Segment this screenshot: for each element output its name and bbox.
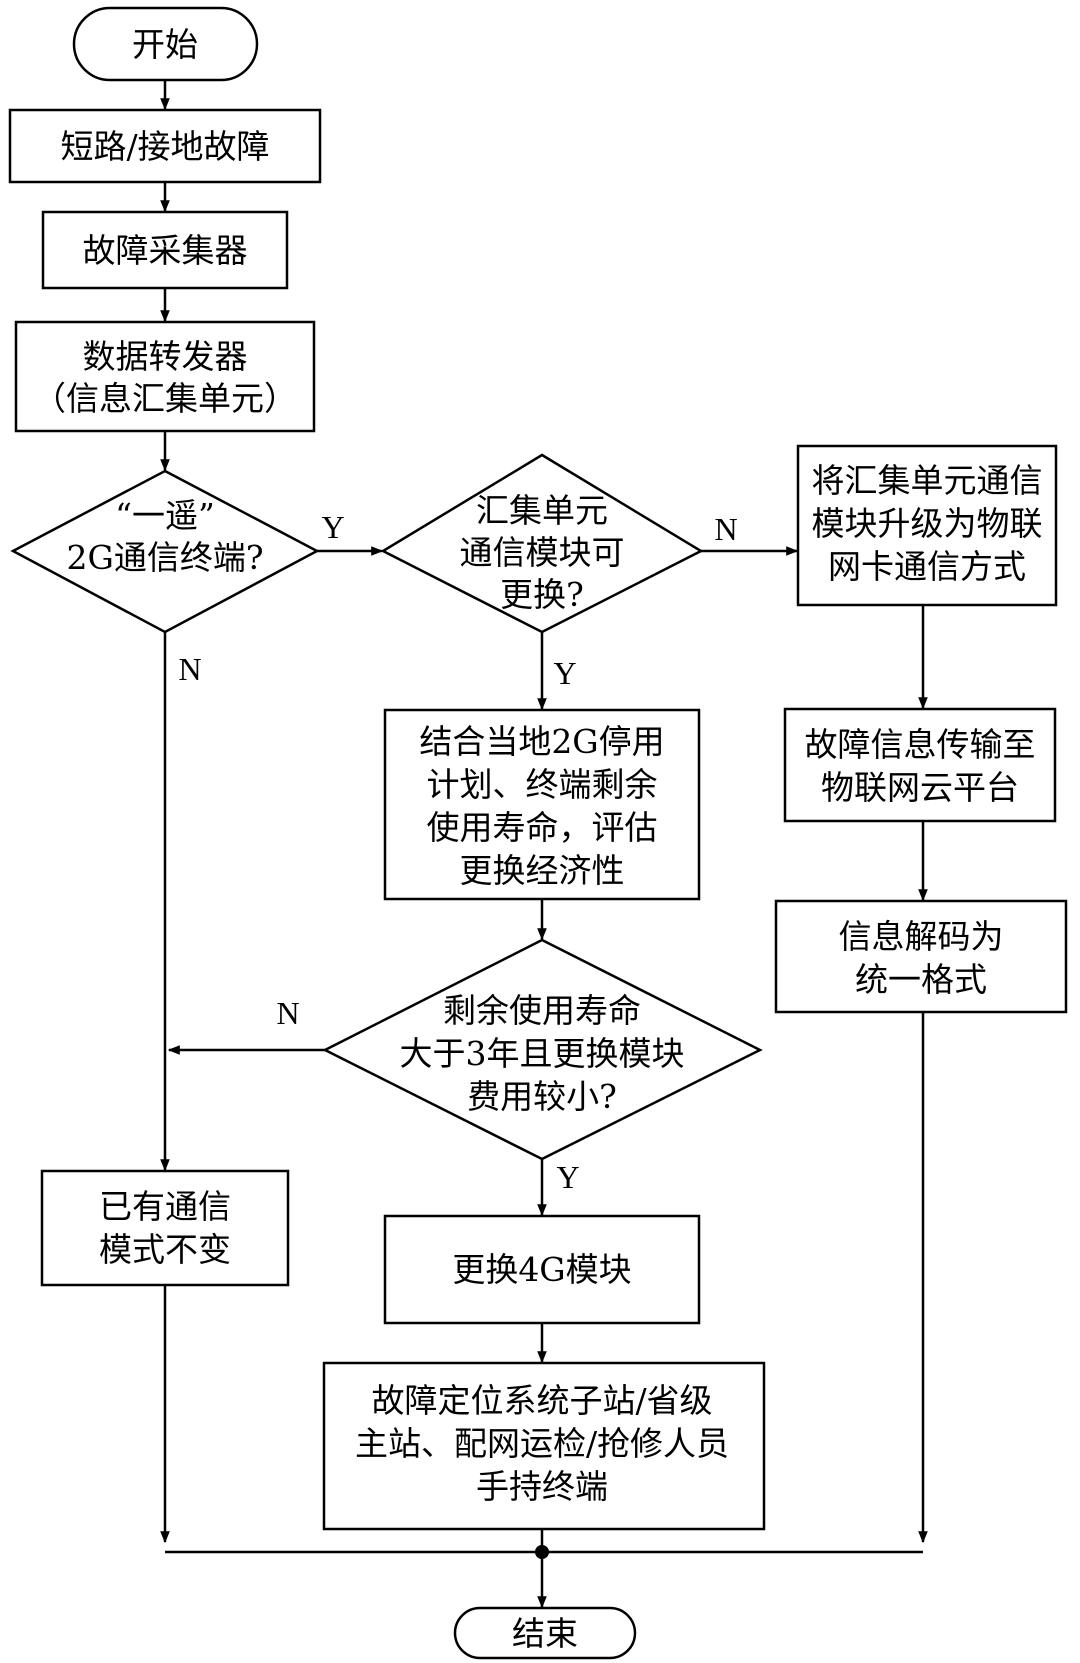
end-label: 结束 <box>512 1614 578 1653</box>
upgrade-line-1: 将汇集单元通信 <box>812 461 1043 500</box>
transmit-box: 故障信息传输至 物联网云平台 <box>783 707 1057 823</box>
d1-yes-label: Y <box>321 509 344 545</box>
evaluate-line-4: 更换经济性 <box>460 851 625 890</box>
keep-box: 已有通信 模式不变 <box>40 1169 290 1287</box>
evaluate-box: 结合当地2G停用 计划、终端剩余 使用寿命，评估 更换经济性 <box>383 708 701 901</box>
end-node: 结束 <box>453 1606 637 1660</box>
upgrade-line-3: 网卡通信方式 <box>828 547 1026 586</box>
d3-yes-label: Y <box>556 1159 579 1195</box>
fault-label: 短路/接地故障 <box>60 127 269 166</box>
collector-label: 故障采集器 <box>83 231 248 270</box>
decision-1-line-2: 2G通信终端? <box>66 538 263 577</box>
decision-economics: 剩余使用寿命 大于3年且更换模块 费用较小? <box>322 938 763 1161</box>
transmit-line-2: 物联网云平台 <box>821 768 1019 807</box>
d1-no-label: N <box>178 651 201 687</box>
upgrade-line-2: 模块升级为物联 <box>812 504 1043 543</box>
keep-line-1: 已有通信 <box>99 1187 231 1226</box>
fault-box: 短路/接地故障 <box>8 108 322 184</box>
evaluate-line-3: 使用寿命，评估 <box>427 808 658 847</box>
keep-line-2: 模式不变 <box>99 1230 231 1269</box>
decode-line-1: 信息解码为 <box>839 917 1004 956</box>
connectors <box>160 80 928 1609</box>
replace-label: 更换4G模块 <box>452 1250 631 1289</box>
d3-no-label: N <box>276 995 299 1031</box>
decode-line-2: 统一格式 <box>855 960 987 999</box>
merge-junction-dot <box>535 1545 549 1559</box>
forwarder-line-1: 数据转发器 <box>83 337 248 376</box>
collector-box: 故障采集器 <box>41 210 289 290</box>
decision-module-replaceable: 汇集单元 通信模块可 更换? <box>380 453 704 634</box>
terminal-line-1: 故障定位系统子站/省级 <box>371 1381 712 1420</box>
decision-3-line-2: 大于3年且更换模块 <box>400 1034 685 1073</box>
forwarder-line-2: （信息汇集单元） <box>33 379 297 418</box>
transmit-line-1: 故障信息传输至 <box>805 725 1036 764</box>
start-label: 开始 <box>132 25 198 64</box>
decision-2g-terminal: “一遥” 2G通信终端? <box>10 469 320 634</box>
forwarder-box: 数据转发器 （信息汇集单元） <box>14 320 316 433</box>
d2-yes-label: Y <box>553 655 576 691</box>
decision-1-line-1: “一遥” <box>115 496 215 535</box>
decision-2-line-3: 更换? <box>500 575 584 614</box>
d2-no-label: N <box>714 511 737 547</box>
decision-2-line-1: 汇集单元 <box>476 491 608 530</box>
terminal-line-3: 手持终端 <box>476 1467 608 1506</box>
upgrade-box: 将汇集单元通信 模块升级为物联 网卡通信方式 <box>796 444 1058 607</box>
decision-3-line-3: 费用较小? <box>467 1077 617 1116</box>
decision-3-line-1: 剩余使用寿命 <box>443 991 641 1030</box>
decision-2-line-2: 通信模块可 <box>460 533 625 572</box>
terminal-box: 故障定位系统子站/省级 主站、配网运检/抢修人员 手持终端 <box>322 1361 766 1531</box>
start-node: 开始 <box>72 6 259 82</box>
evaluate-line-1: 结合当地2G停用 <box>419 722 664 761</box>
decode-box: 信息解码为 统一格式 <box>774 899 1068 1014</box>
evaluate-line-2: 计划、终端剩余 <box>427 765 658 804</box>
replace-box: 更换4G模块 <box>383 1214 701 1325</box>
terminal-line-2: 主站、配网运检/抢修人员 <box>355 1424 729 1463</box>
